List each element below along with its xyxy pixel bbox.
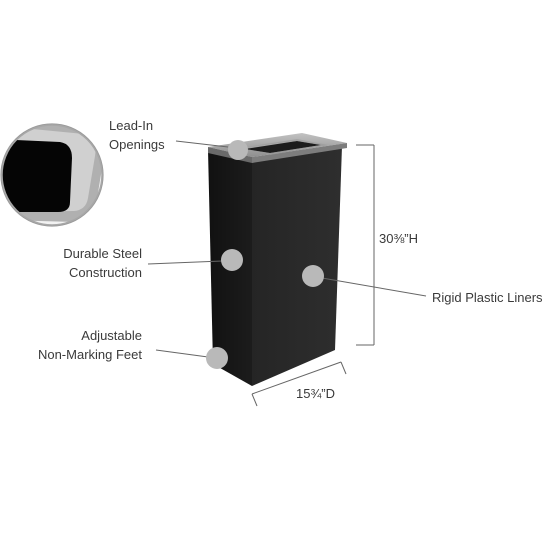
label-lead-in-line2: Openings — [109, 137, 165, 152]
dimension-depth: 15¾”D — [296, 386, 336, 401]
label-liners: Rigid Plastic Liners — [432, 288, 543, 307]
label-steel-line1: Durable Steel — [63, 246, 142, 261]
callout-dots — [206, 140, 324, 369]
dimension-height: 30⅜”H — [379, 231, 419, 246]
callout-dot-liners — [302, 265, 324, 287]
label-liners-line1: Rigid Plastic Liners — [432, 290, 543, 305]
label-steel: Durable Steel Construction — [63, 244, 142, 282]
leader-feet — [155, 349, 209, 358]
bin-front-face — [252, 146, 342, 386]
height-dimension-bracket — [356, 144, 375, 346]
leader-lead-in — [175, 140, 229, 148]
callout-dot-lead-in — [228, 140, 248, 160]
label-feet-line1: Adjustable — [81, 328, 142, 343]
label-feet: Adjustable Non-Marking Feet — [38, 326, 142, 364]
opening-closeup-icon — [2, 125, 102, 225]
bin-body — [208, 133, 347, 386]
label-feet-line2: Non-Marking Feet — [37, 347, 142, 362]
label-lead-in: Lead-In Openings — [109, 116, 165, 154]
label-lead-in-line1: Lead-In — [109, 118, 154, 133]
bin-opening-slot — [245, 141, 321, 153]
callout-dot-feet — [206, 347, 228, 369]
detail-inset — [0, 123, 104, 227]
bin-opening-bevel — [240, 139, 328, 155]
leader-steel — [147, 260, 223, 265]
callout-dot-steel — [221, 249, 243, 271]
bin-lid-rim-front — [252, 143, 347, 163]
label-steel-line2: Construction — [69, 265, 142, 280]
depth-dimension-bracket — [251, 361, 347, 407]
